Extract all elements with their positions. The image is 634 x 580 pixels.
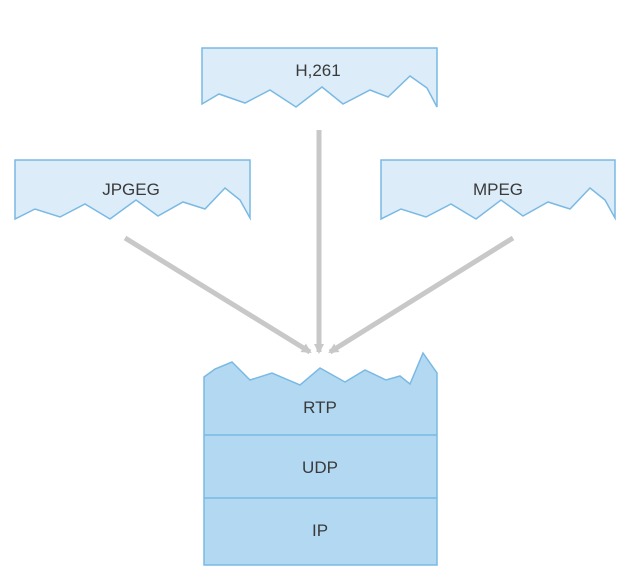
codec-box-mpeg: MPEG <box>380 159 616 221</box>
protocol-stack-shape <box>203 351 438 566</box>
stack-layer-rtp: RTP <box>303 398 337 417</box>
codec-label-jpeg: JPGEG <box>102 180 160 199</box>
protocol-stack: RTP UDP IP <box>203 351 438 566</box>
codec-box-h261-shape <box>201 47 438 108</box>
codec-box-jpeg-shape <box>14 159 251 221</box>
codec-label-mpeg: MPEG <box>473 180 523 199</box>
codec-box-jpeg: JPGEG <box>14 159 251 221</box>
codec-box-h261: H,261 <box>201 47 438 108</box>
codec-box-mpeg-shape <box>380 159 616 221</box>
codec-label-h261: H,261 <box>295 61 340 80</box>
arrow-mpeg-to-rtp <box>328 235 515 355</box>
arrow-jpeg-to-rtp <box>123 235 312 355</box>
stack-layer-ip: IP <box>312 521 328 540</box>
stack-layer-udp: UDP <box>302 458 338 477</box>
